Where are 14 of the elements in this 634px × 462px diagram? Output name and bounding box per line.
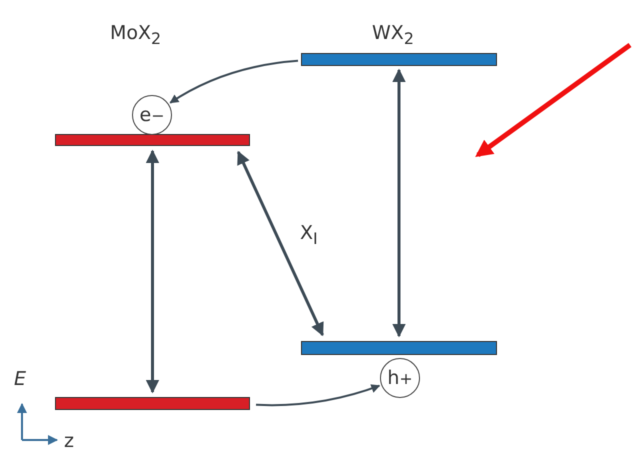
axis-label: E xyxy=(14,368,26,390)
energy-level-bar xyxy=(301,341,497,355)
arrow xyxy=(146,150,160,394)
energy-level-bar xyxy=(55,134,250,146)
energy-level-bar xyxy=(301,53,497,66)
energy-level-bar xyxy=(55,397,250,410)
axis-label: z xyxy=(64,430,74,452)
material-label: MoX$_{2}$ xyxy=(110,22,162,48)
edge-label: X$_{I}$ xyxy=(300,222,318,248)
arrow xyxy=(256,384,380,406)
arrow xyxy=(236,150,324,336)
arrow xyxy=(170,60,298,104)
material-label: WX$_{2}$ xyxy=(372,22,414,48)
arrow xyxy=(392,68,406,338)
